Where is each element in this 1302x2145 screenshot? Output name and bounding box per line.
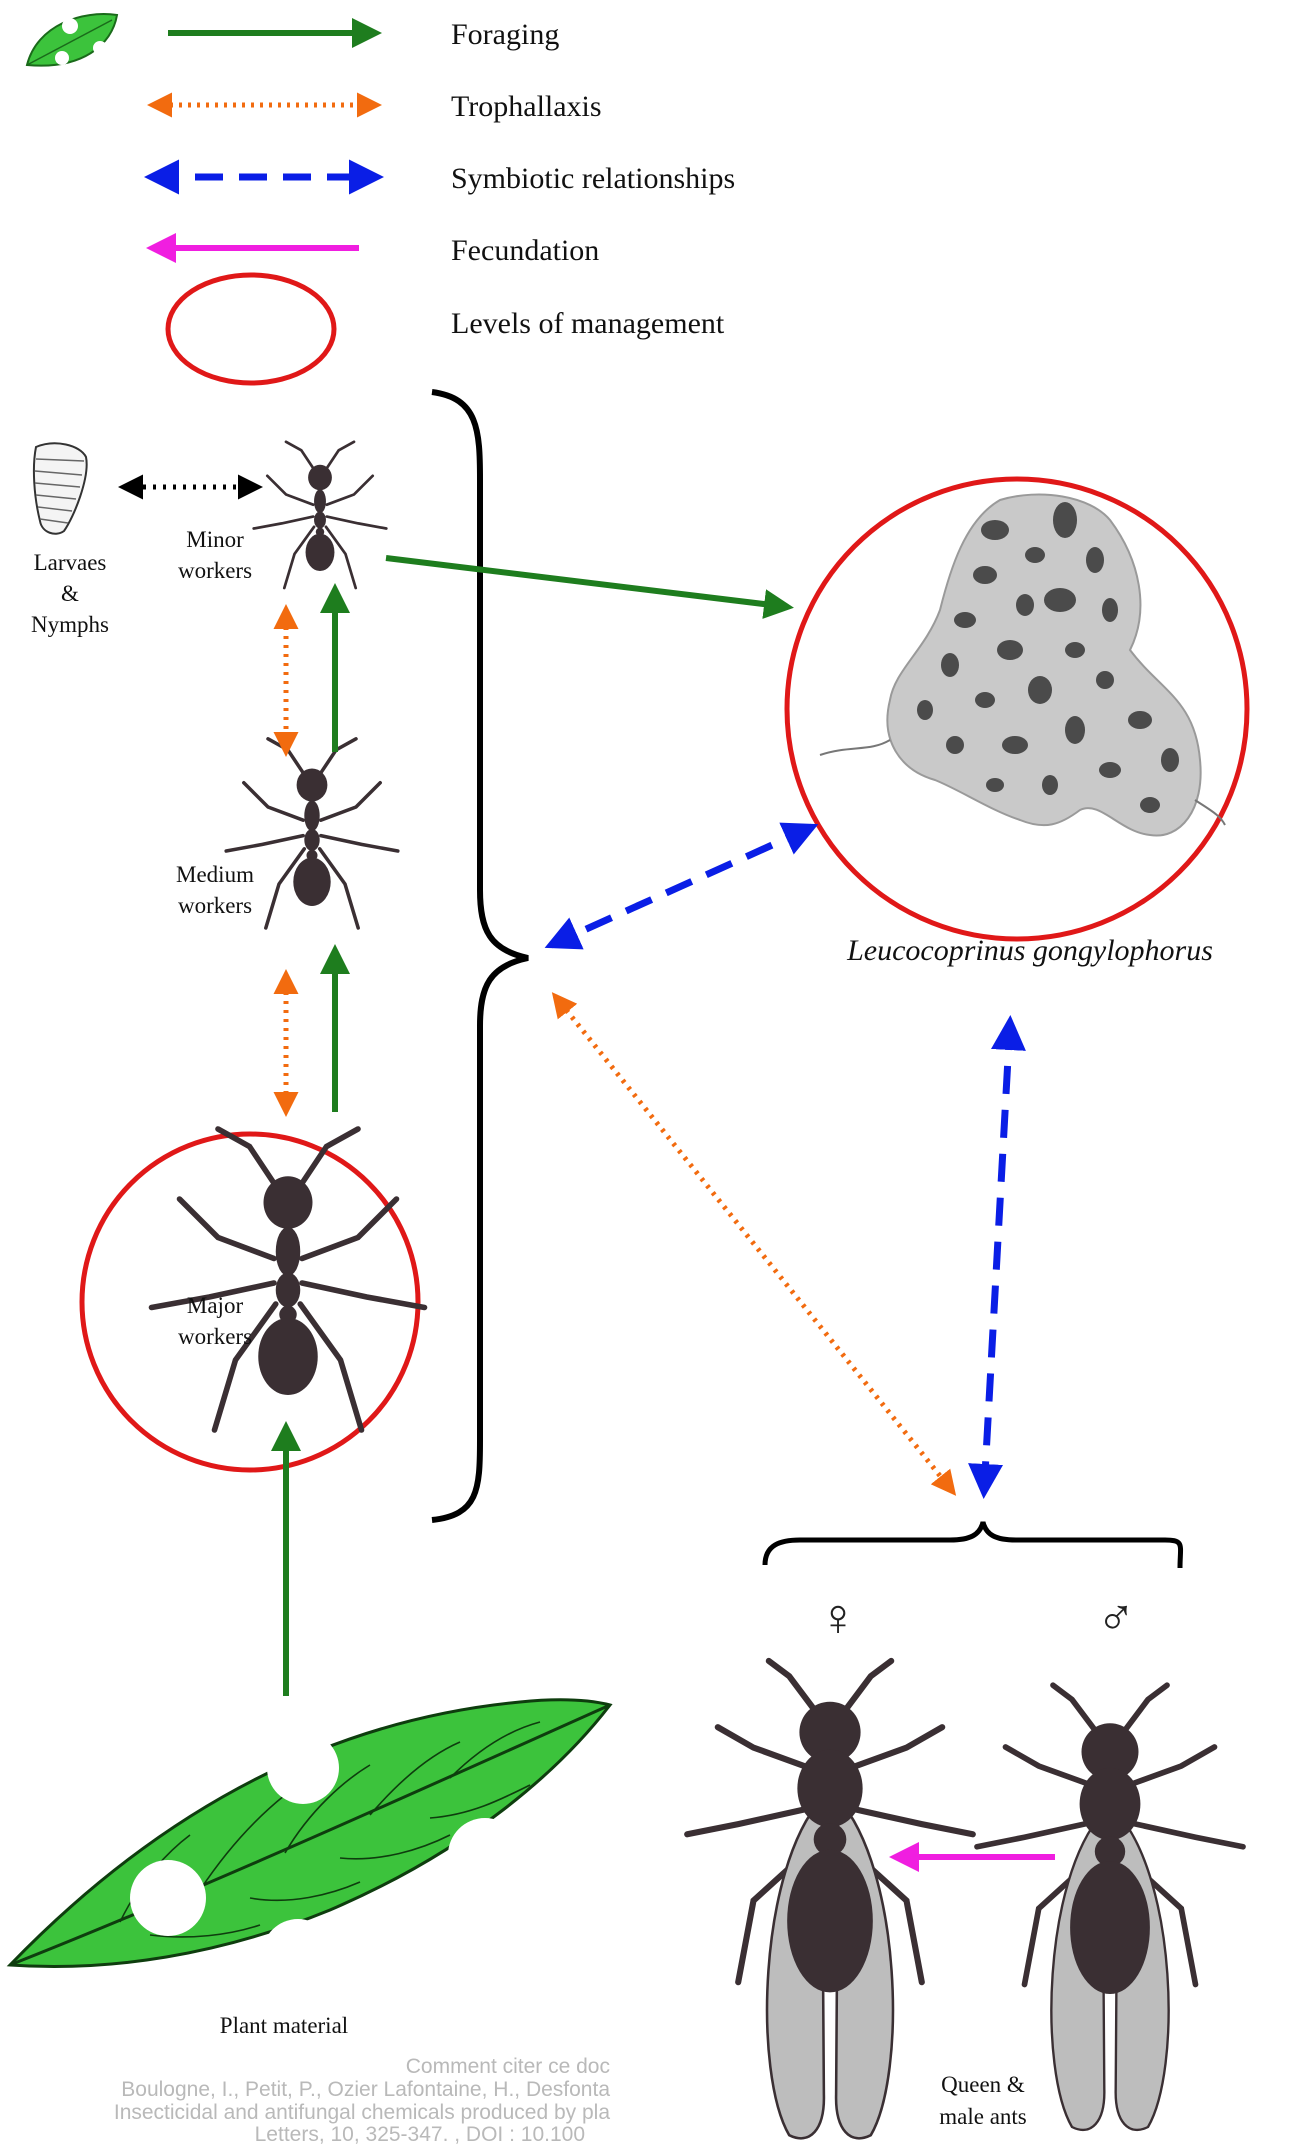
major-workers-label-line1: Major bbox=[187, 1293, 244, 1318]
reproductives-brace bbox=[765, 1522, 1181, 1568]
major-worker-ant-icon bbox=[152, 1129, 425, 1430]
major-workers-management-circle bbox=[82, 1134, 418, 1470]
reproductives-label-line1: Queen & bbox=[941, 2072, 1025, 2097]
minor-workers-label-line1: Minor bbox=[186, 527, 244, 552]
legend-fecundation-label: Fecundation bbox=[451, 234, 599, 267]
medium-workers-label-line1: Medium bbox=[176, 862, 254, 887]
citation-line3: Insecticidal and antifungal chemicals pr… bbox=[114, 2101, 610, 2124]
larvae-label-line3: Nymphs bbox=[31, 612, 109, 637]
trophallaxis-workers-reproductives-arrow bbox=[555, 996, 953, 1492]
legend-trophallaxis-label: Trophallaxis bbox=[451, 90, 602, 123]
citation-line1: Comment citer ce doc bbox=[406, 2055, 610, 2078]
citation-line2: Boulogne, I., Petit, P., Ozier Lafontain… bbox=[121, 2078, 610, 2101]
symbiotic-fungus-workers-arrow bbox=[551, 827, 812, 945]
reproductives-label-line2: male ants bbox=[939, 2104, 1027, 2129]
symbiotic-fungus-reproductives-arrow bbox=[984, 1022, 1010, 1492]
legend-symbiotic-label: Symbiotic relationships bbox=[451, 162, 735, 195]
larvae-label-line2: & bbox=[61, 581, 79, 606]
male-ant-icon bbox=[977, 1685, 1243, 2130]
minor-worker-ant-icon bbox=[254, 442, 387, 588]
queen-ant-icon bbox=[687, 1661, 973, 2138]
legend-foraging-label: Foraging bbox=[451, 18, 559, 51]
female-symbol: ♀ bbox=[819, 1590, 858, 1647]
citation-watermark: Comment citer ce doc Boulogne, I., Petit… bbox=[114, 2055, 610, 2145]
leaf-icon bbox=[10, 1700, 610, 1991]
foraging-minor-fungus-arrow bbox=[386, 558, 788, 607]
minor-workers-label-line2: workers bbox=[178, 558, 252, 583]
fungus-garden-icon bbox=[820, 494, 1225, 835]
male-symbol: ♂ bbox=[1097, 1590, 1136, 1647]
larva-icon bbox=[34, 443, 87, 533]
citation-line4: Letters, 10, 325-347. , DOI : 10.100 bbox=[255, 2123, 585, 2145]
legend-leaf-icon bbox=[27, 14, 117, 66]
legend-management-label: Levels of management bbox=[451, 307, 725, 340]
larvae-label-line1: Larvaes bbox=[34, 550, 107, 575]
medium-workers-label-line2: workers bbox=[178, 893, 252, 918]
plant-material-label: Plant material bbox=[220, 2013, 348, 2038]
legend-management-circle bbox=[168, 275, 334, 383]
legend: Foraging Trophallaxis Symbiotic relation… bbox=[27, 14, 735, 383]
fungus-species-label: Leucocoprinus gongylophorus bbox=[846, 934, 1213, 967]
major-workers-label-line2: workers bbox=[178, 1324, 252, 1349]
workers-brace bbox=[432, 392, 528, 1520]
